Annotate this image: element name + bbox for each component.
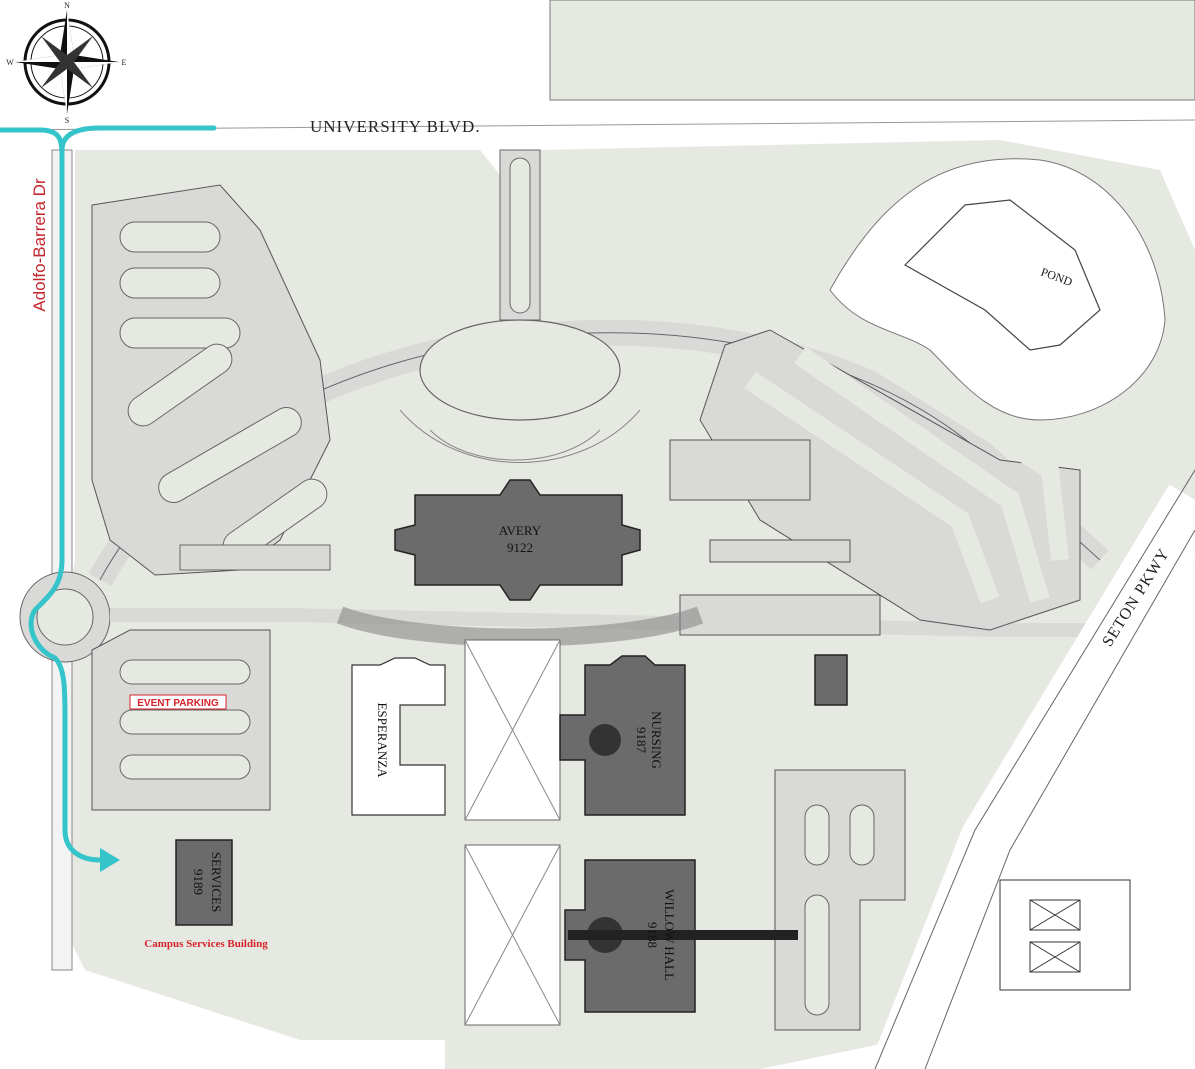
compass-rose-icon: N S E W (6, 1, 126, 125)
nursing-building[interactable]: NURSING 9187 (559, 655, 686, 816)
services-name: SERVICES (209, 852, 224, 912)
avery-number: 9122 (507, 540, 533, 555)
willow-number: 9188 (645, 922, 660, 948)
parking-lots (91, 184, 1081, 1031)
compass-east: E (122, 58, 127, 67)
avery-name: AVERY (499, 523, 542, 538)
compass-south: S (65, 116, 69, 125)
compass-north: N (64, 1, 70, 10)
services-building[interactable]: SERVICES 9189 (175, 839, 233, 926)
avery-building[interactable]: AVERY 9122 (394, 479, 641, 601)
adolfo-barrera-label: Adolfo-Barrera Dr (30, 178, 49, 312)
compass-west: W (6, 58, 14, 67)
event-parking-label: EVENT PARKING (137, 698, 219, 709)
esperanza-building[interactable]: ESPERANZA (351, 657, 446, 816)
university-blvd-label: UNIVERSITY BLVD. (310, 117, 481, 136)
road-network (0, 119, 1195, 1069)
pond-shape (904, 199, 1101, 351)
east-complex (999, 879, 1131, 991)
willow-hall-building[interactable]: WILLOW HALL 9188 (564, 859, 798, 1013)
campus-services-label: Campus Services Building (144, 938, 268, 950)
buildings: AVERY 9122 ESPERANZA NURSING 9187 WILLOW… (175, 479, 1131, 1013)
route-arrow-icon (100, 848, 120, 872)
willow-name: WILLOW HALL (662, 889, 677, 981)
utility-building (814, 654, 848, 706)
services-number: 9189 (191, 869, 206, 895)
nursing-number: 9187 (634, 727, 649, 754)
route-line-top (59, 125, 217, 153)
central-quad (336, 409, 704, 1026)
pond-area: POND (829, 158, 1166, 421)
nursing-name: NURSING (649, 711, 664, 769)
esperanza-label: ESPERANZA (375, 702, 390, 778)
event-parking-tag: EVENT PARKING (129, 694, 227, 710)
